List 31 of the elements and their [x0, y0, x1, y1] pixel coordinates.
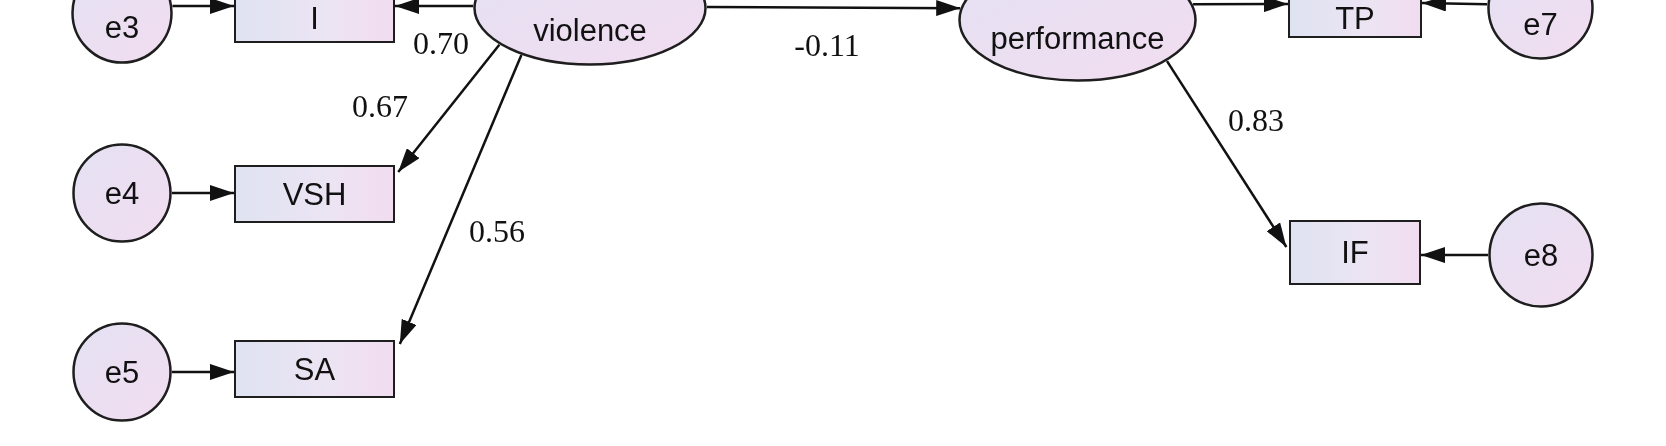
- error-term-circle: [1488, 202, 1594, 308]
- arrow: [706, 0, 961, 17]
- arrow: [172, 185, 234, 201]
- node-label: TP: [1335, 2, 1375, 34]
- node-label: e8: [1523, 239, 1559, 271]
- node-label: SA: [293, 353, 336, 385]
- arrow: [397, 43, 501, 173]
- observed-variable-box: [234, 165, 395, 223]
- arrow: [1421, 0, 1488, 12]
- error-term-circle: [72, 143, 172, 243]
- arrow: [398, 54, 523, 345]
- node-label: performance: [990, 22, 1165, 54]
- observed-variable-box: [234, 0, 395, 43]
- arrow: [172, 0, 234, 14]
- error-term-circle: [72, 322, 172, 422]
- node-label: VSH: [282, 178, 347, 210]
- observed-variable-box: [1288, 0, 1422, 38]
- node-label: e7: [1523, 8, 1558, 40]
- node-label: e5: [104, 356, 140, 388]
- arrow: [395, 0, 474, 14]
- arrow: [1193, 0, 1288, 13]
- node-label: e4: [104, 177, 140, 209]
- observed-variable-box: [1289, 220, 1421, 285]
- observed-variable-box: [234, 340, 395, 398]
- node-label: e3: [104, 11, 140, 43]
- arrow: [172, 363, 234, 380]
- node-label: violence: [533, 14, 647, 46]
- arrow: [1421, 247, 1488, 264]
- arrow: [1165, 60, 1288, 248]
- node-label: I: [310, 3, 319, 34]
- node-label: IF: [1341, 237, 1369, 268]
